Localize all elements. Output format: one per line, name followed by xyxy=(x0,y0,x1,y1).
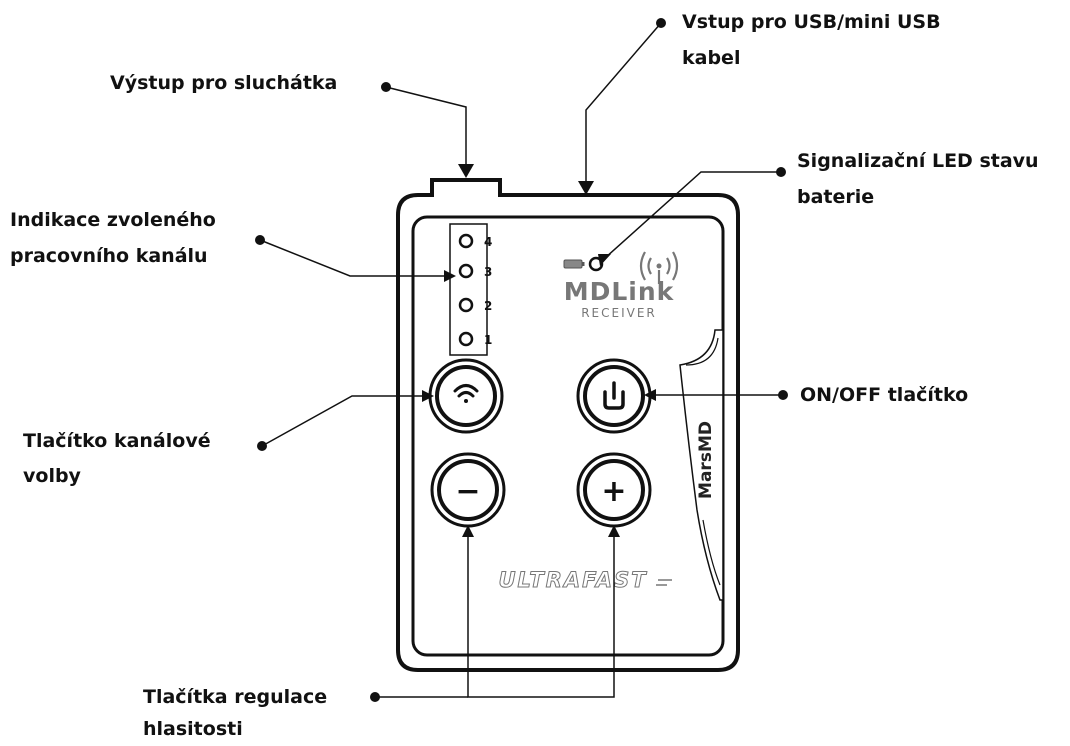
channel-indicator-label-line1: Indikace zvoleného xyxy=(10,209,216,231)
volume-down-button[interactable]: − xyxy=(430,452,506,528)
brand-side-label: MarsMD xyxy=(696,421,716,499)
battery-icon xyxy=(563,259,583,269)
channel-button[interactable] xyxy=(428,358,504,434)
leader-arrowheads xyxy=(422,164,656,537)
channel-led-4 xyxy=(458,233,474,249)
volume-up-button[interactable]: + xyxy=(576,452,652,528)
channel-indicator-label-line2: pracovního kanálu xyxy=(10,245,208,267)
power-icon xyxy=(603,381,625,410)
channel-led-3 xyxy=(458,263,474,279)
channel-label-1: 1 xyxy=(484,333,492,347)
side-band-line xyxy=(685,337,721,586)
channel-led-2 xyxy=(458,297,474,313)
model-label: ULTRAFAST xyxy=(498,568,647,592)
leader-dots xyxy=(255,18,788,702)
channel-button-label-line2: volby xyxy=(23,465,81,487)
wifi-icon xyxy=(453,384,479,403)
minus-icon: − xyxy=(455,474,480,509)
leader-lines xyxy=(259,22,783,698)
model-speed-lines xyxy=(656,579,672,586)
headphone-output-label: Výstup pro sluchátka xyxy=(110,72,338,94)
usb-input-label-line1: Vstup pro USB/mini USB xyxy=(682,11,941,33)
battery-led-label-line2: baterie xyxy=(797,186,875,208)
wireless-signal-icon xyxy=(639,251,679,284)
power-button[interactable] xyxy=(576,358,652,434)
usb-input-label-line2: kabel xyxy=(682,47,741,69)
channel-led-1 xyxy=(458,331,474,347)
volume-buttons-label-line1: Tlačítka regulace xyxy=(143,686,328,708)
logo-main: MDLink xyxy=(564,277,675,306)
channel-label-2: 2 xyxy=(484,299,492,313)
channel-label-3: 3 xyxy=(484,265,492,279)
channel-label-4: 4 xyxy=(484,235,492,249)
volume-buttons-label-line2: hlasitosti xyxy=(143,718,243,740)
plus-icon: + xyxy=(601,474,626,509)
logo-sub: RECEIVER xyxy=(581,306,657,320)
battery-led-label-line1: Signalizační LED stavu xyxy=(797,150,1039,172)
battery-led xyxy=(588,256,604,272)
battery-tip xyxy=(582,262,585,266)
channel-button-label-line1: Tlačítko kanálové xyxy=(23,430,211,452)
side-band xyxy=(679,329,724,601)
onoff-button-label: ON/OFF tlačítko xyxy=(800,384,969,406)
